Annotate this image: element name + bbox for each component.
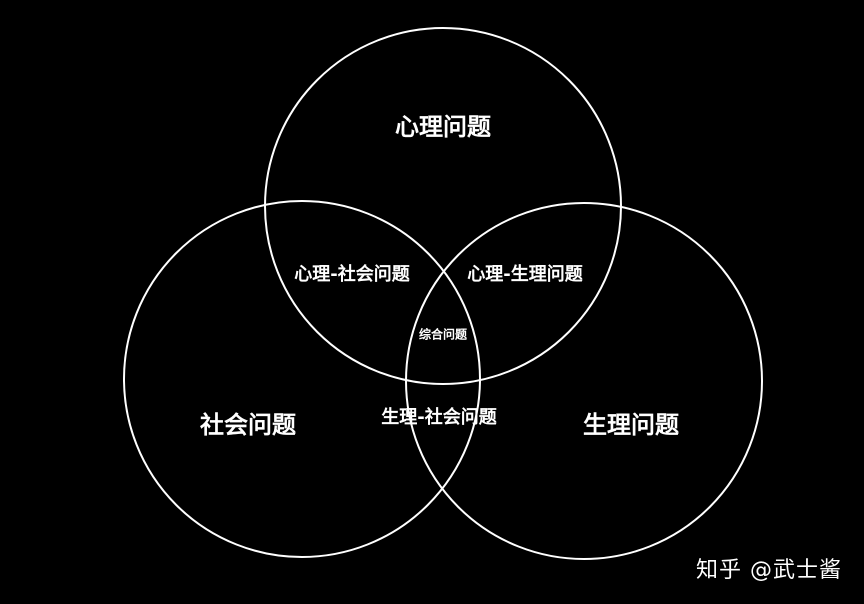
- watermark: 知乎 @武士酱: [696, 558, 842, 583]
- label-psych-physio: 心理-生理问题: [467, 263, 583, 285]
- circle-physiological: [405, 202, 763, 560]
- label-psych-social: 心理-社会问题: [294, 263, 410, 285]
- label-physiological: 生理问题: [583, 411, 679, 439]
- label-all: 综合问题: [419, 327, 468, 342]
- label-social: 社会问题: [200, 411, 296, 439]
- circle-social: [123, 200, 481, 558]
- label-psychological: 心理问题: [395, 113, 491, 141]
- label-physio-social: 生理-社会问题: [381, 406, 497, 428]
